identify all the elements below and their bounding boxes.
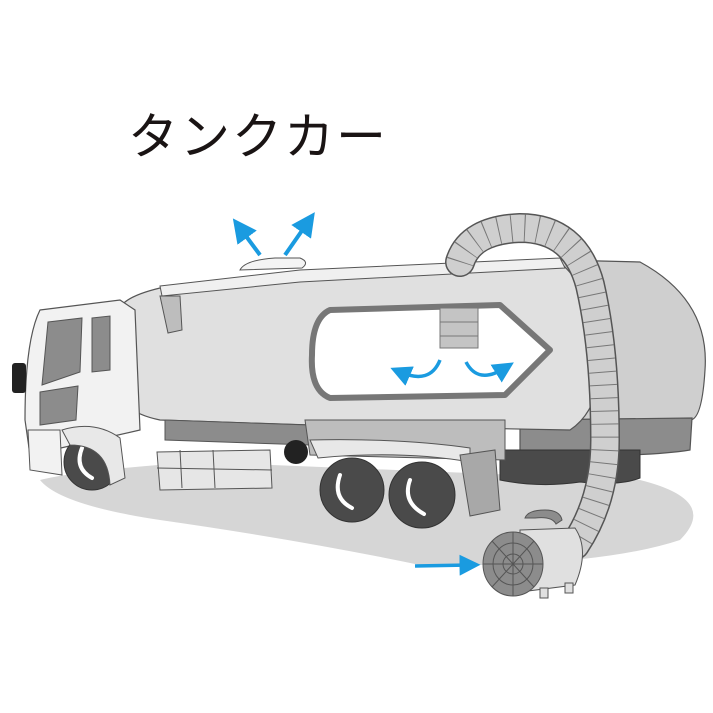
circulate-right-arrow — [464, 361, 514, 383]
tank-access-window — [308, 302, 553, 401]
intake-arrow — [414, 554, 481, 576]
title-tank-car: タンクカー — [128, 108, 388, 166]
truck-cab — [12, 299, 141, 476]
flexible-duct-hose — [445, 212, 621, 560]
ventilation-fan — [482, 509, 583, 599]
front-wheel — [61, 425, 126, 491]
side-boxes — [156, 449, 273, 491]
airflow-arrows — [232, 212, 514, 576]
exhaust-left-arrow — [232, 218, 262, 257]
circulate-left-arrow — [390, 359, 442, 386]
side-mirror — [12, 363, 26, 393]
exhaust-right-arrow — [283, 212, 315, 257]
rear-wheels — [284, 419, 506, 529]
